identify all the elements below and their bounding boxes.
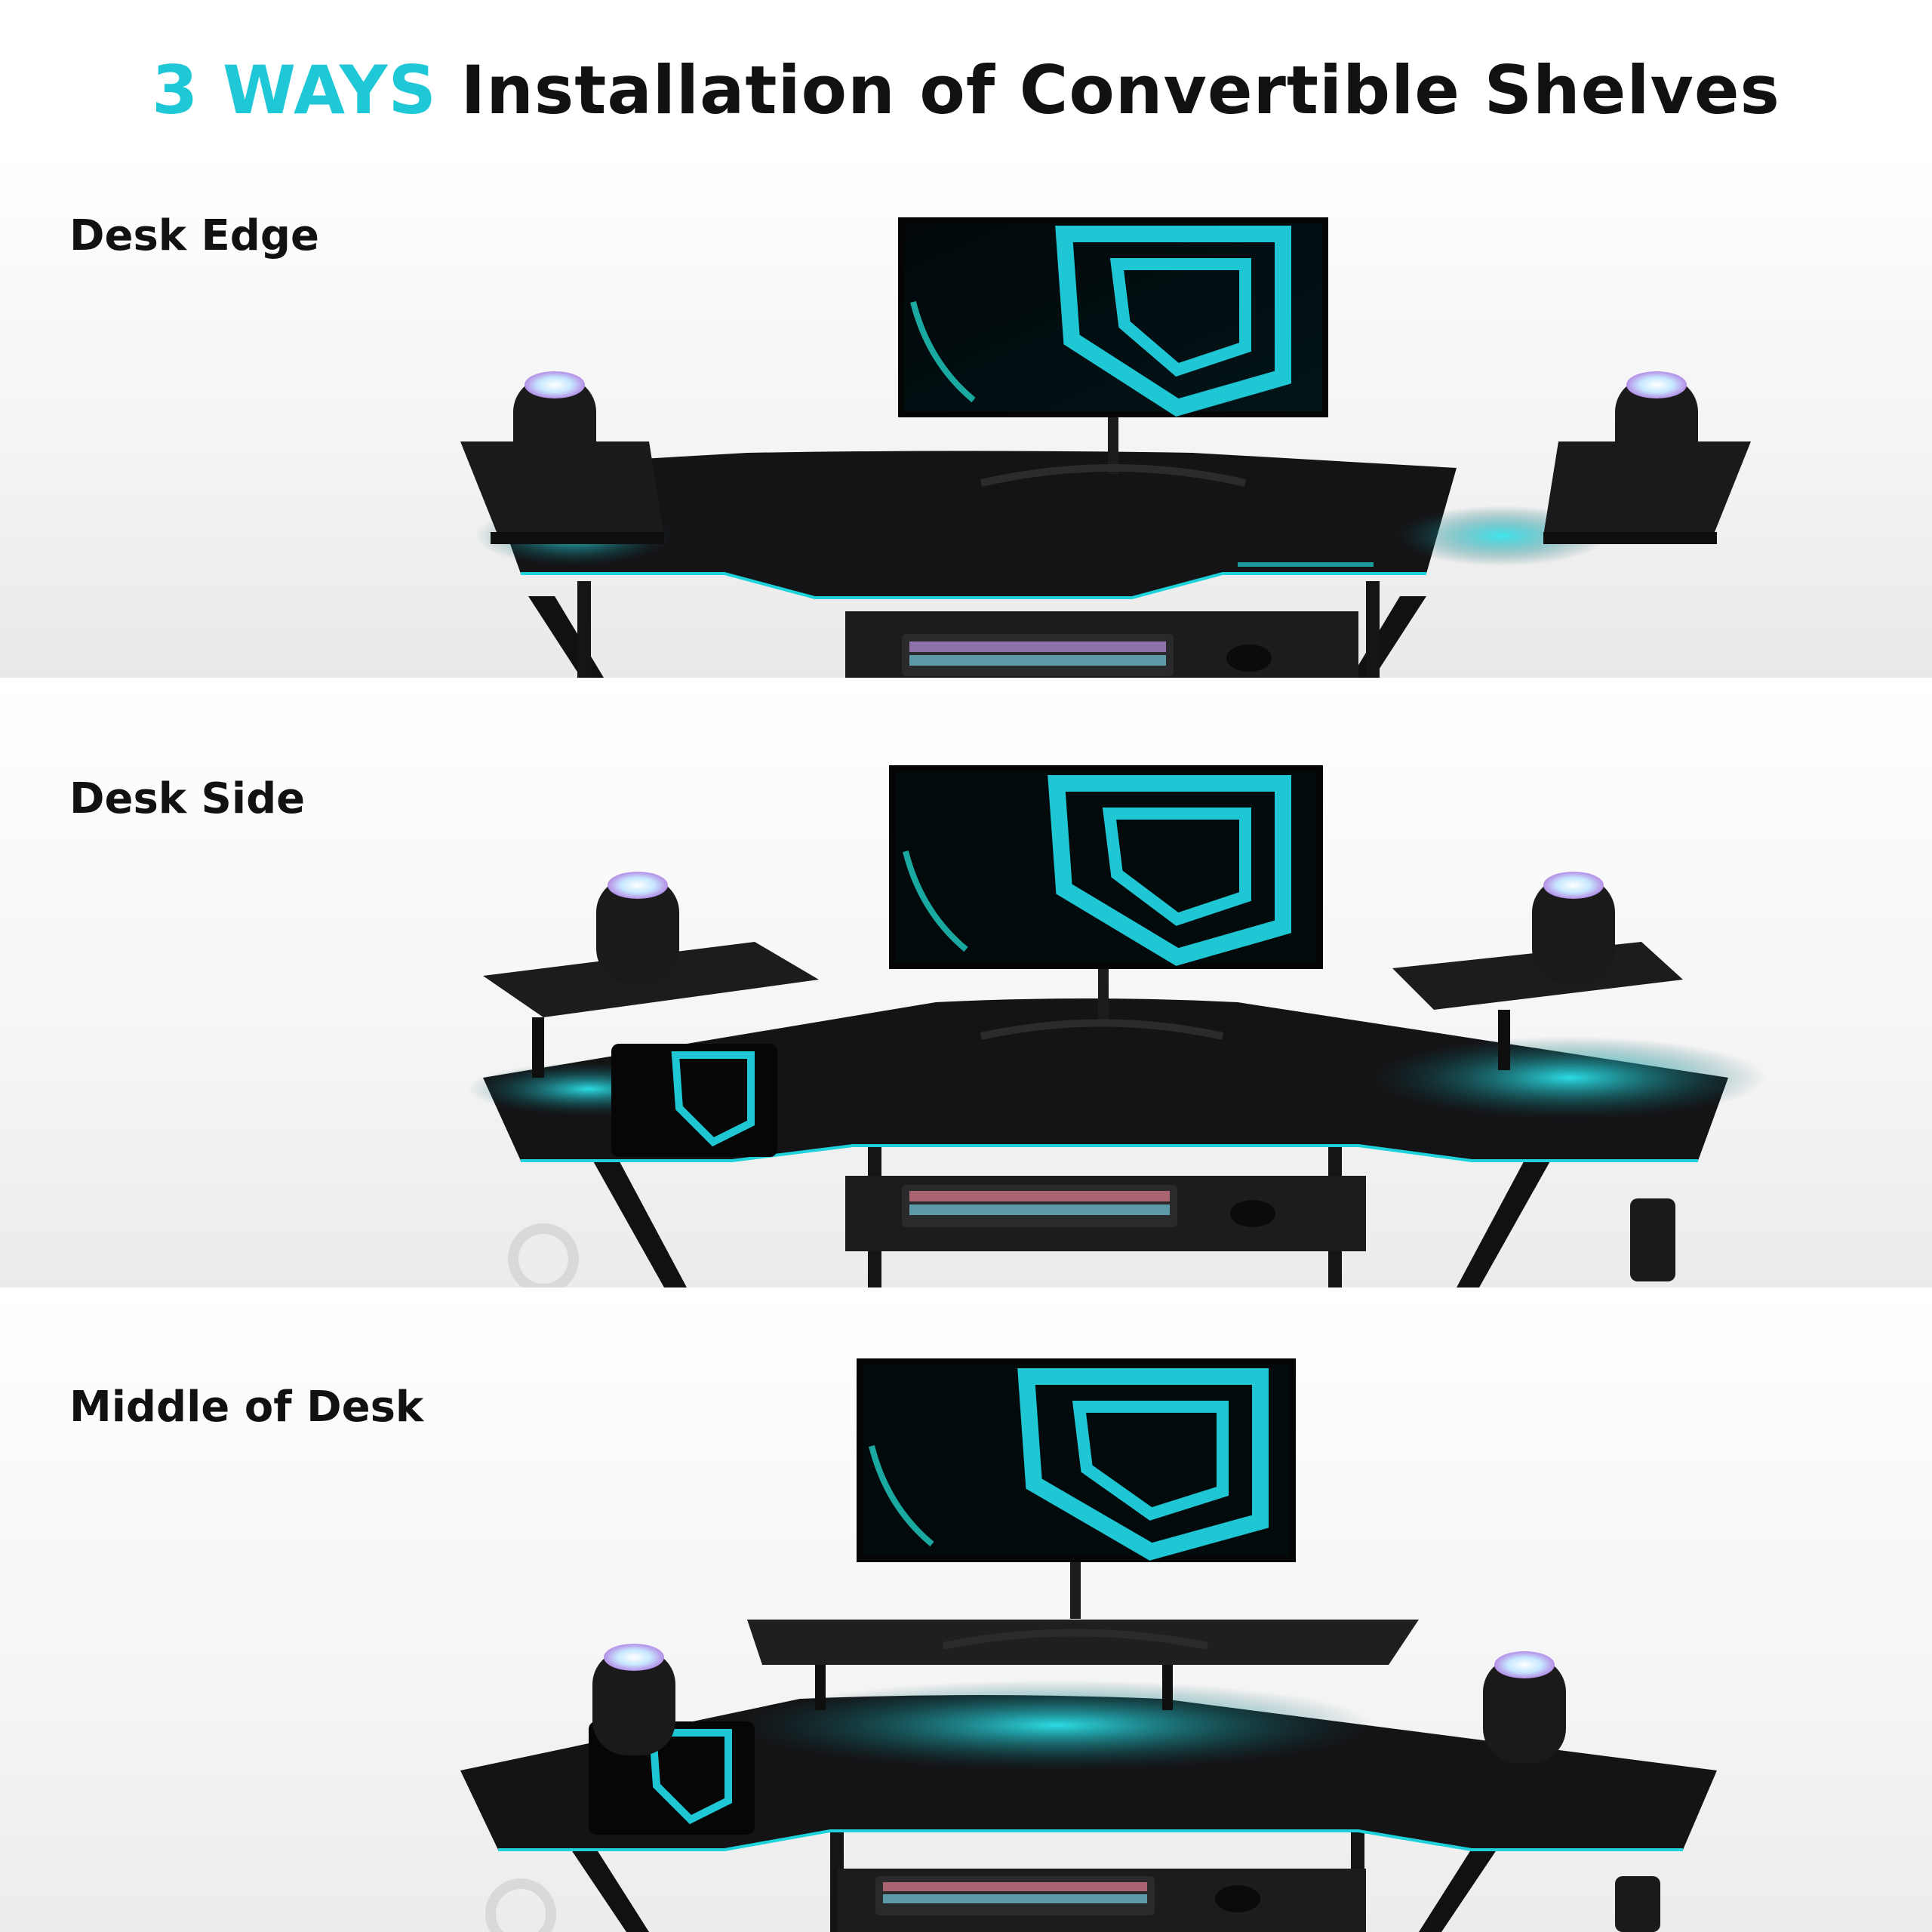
- page-title: 3 WAYS Installation of Convertible Shelv…: [0, 51, 1932, 129]
- cup-holder: [1615, 1876, 1660, 1932]
- left-speaker: [592, 1644, 675, 1755]
- headphones: [485, 1878, 556, 1932]
- desk-legs: [528, 581, 1426, 678]
- left-speaker: [596, 872, 679, 983]
- desk-edge-illustration: [460, 217, 1751, 678]
- tablet: [611, 1044, 777, 1157]
- section-label: Desk Edge: [69, 211, 319, 260]
- monitor: [898, 217, 1328, 487]
- middle-desk-illustration: [460, 1358, 1717, 1932]
- section-desk-side: Desk Side: [0, 678, 1932, 1287]
- section-label: Middle of Desk: [69, 1383, 424, 1432]
- right-speaker: [1615, 371, 1698, 483]
- keyboard-tray: [845, 1176, 1366, 1251]
- section-desk-edge: Desk Edge: [0, 151, 1932, 678]
- desk-side-illustration: [468, 765, 1766, 1287]
- headphones: [508, 1223, 579, 1287]
- title-accent: 3 WAYS: [152, 51, 437, 129]
- keyboard-tray: [838, 1869, 1366, 1932]
- desk-top: [483, 998, 1728, 1161]
- desk-top: [483, 451, 1457, 598]
- keyboard-tray: [845, 611, 1358, 678]
- left-speaker: [513, 371, 596, 483]
- monitor: [889, 765, 1323, 1040]
- middle-shelf: [747, 1620, 1419, 1665]
- left-shelf: [460, 441, 664, 536]
- monitor: [857, 1358, 1296, 1650]
- right-speaker: [1532, 872, 1615, 983]
- section-label: Desk Side: [69, 774, 306, 823]
- cup-holder: [1630, 1198, 1675, 1281]
- title-text: Installation of Convertible Shelves: [436, 51, 1780, 129]
- right-speaker: [1483, 1651, 1566, 1763]
- right-shelf: [1543, 441, 1751, 536]
- section-middle-of-desk: Middle of Desk: [0, 1287, 1932, 1932]
